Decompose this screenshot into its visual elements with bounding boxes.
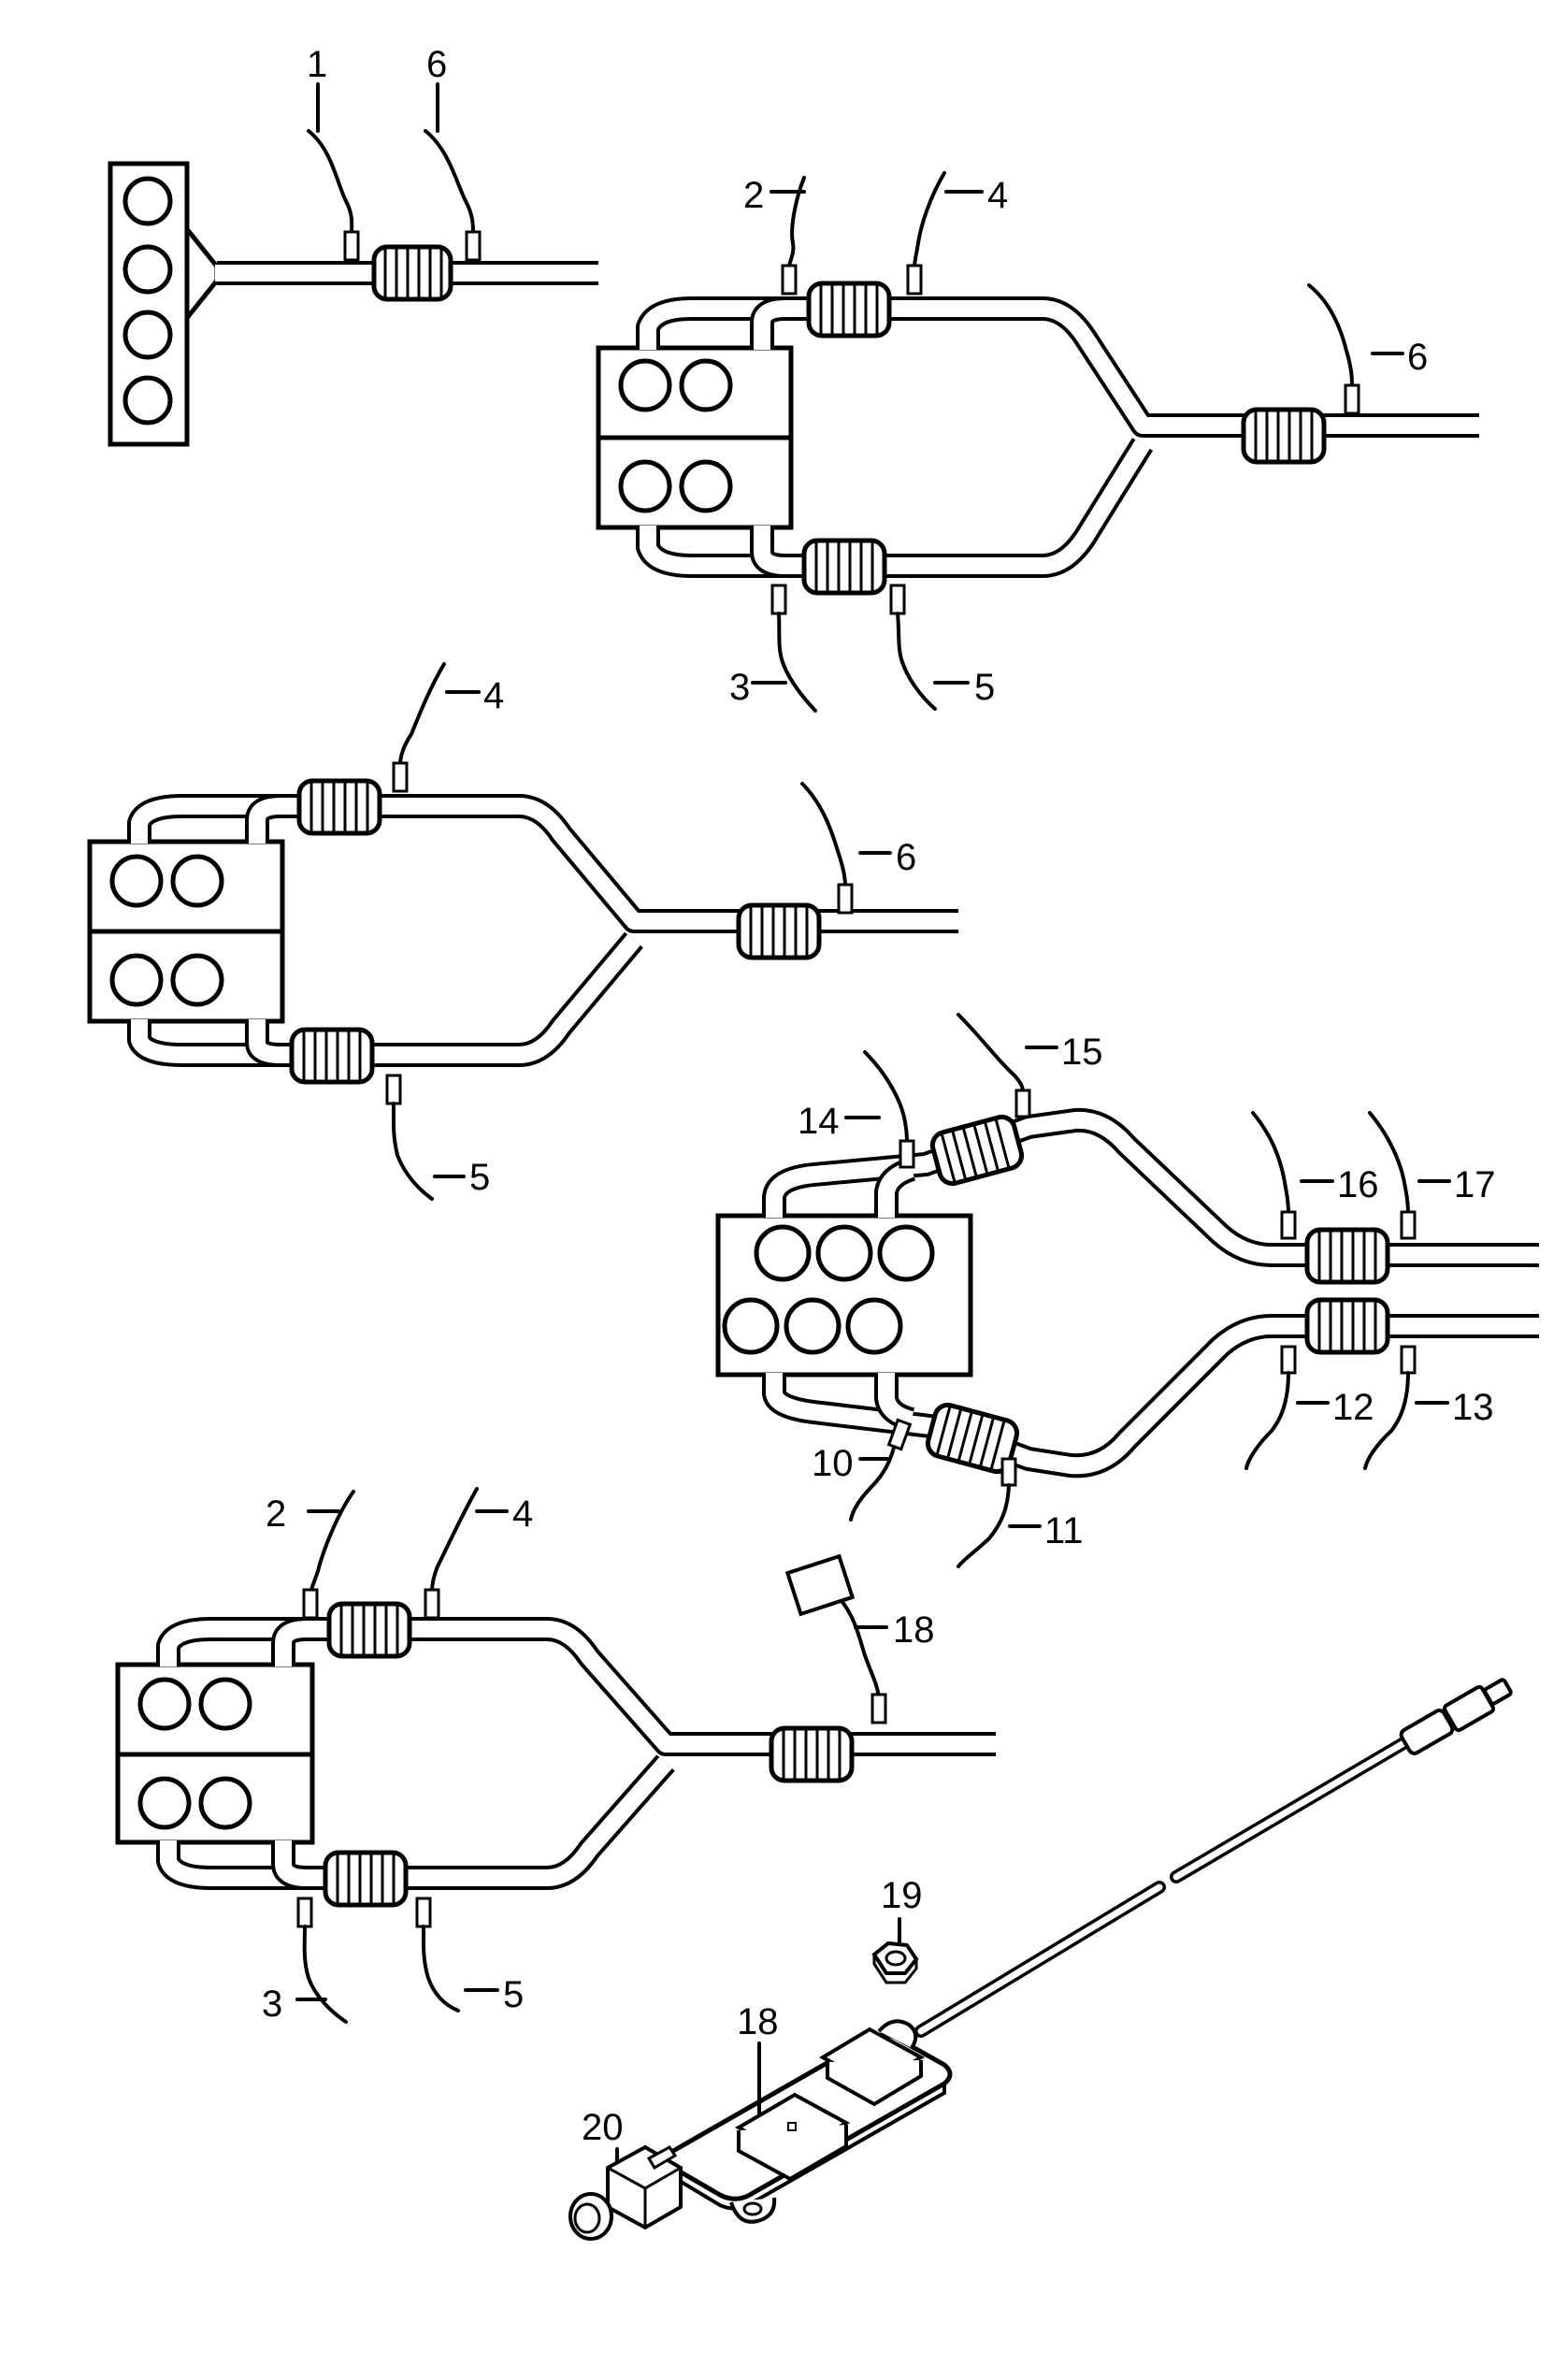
callout-label: 6 bbox=[426, 44, 447, 85]
oxygen-sensor bbox=[770, 584, 817, 713]
catalytic-converter bbox=[806, 281, 892, 339]
cylinder bbox=[722, 1297, 780, 1355]
hex-nut bbox=[871, 1940, 919, 1984]
catalytic-converter bbox=[296, 778, 382, 836]
catalytic-converter bbox=[929, 1114, 1025, 1187]
callout-label: 6 bbox=[896, 837, 916, 878]
oxygen-sensor bbox=[307, 129, 360, 262]
cylinder bbox=[679, 358, 733, 412]
oxygen-sensor bbox=[1363, 1345, 1417, 1470]
cylinder bbox=[122, 375, 173, 426]
nox-control-unit bbox=[665, 2019, 953, 2224]
oxygen-sensor bbox=[1307, 283, 1360, 415]
electrical-connector bbox=[568, 2144, 683, 2241]
cylinder bbox=[122, 176, 173, 226]
oxygen-sensor bbox=[1244, 1345, 1297, 1470]
oxygen-sensor bbox=[906, 171, 946, 296]
cylinder bbox=[618, 358, 672, 412]
callout-label: 16 bbox=[1337, 1164, 1379, 1205]
callout-label: 18 bbox=[737, 2001, 779, 2042]
cylinder bbox=[170, 953, 224, 1007]
callout-label: 15 bbox=[1061, 1032, 1103, 1073]
oxygen-sensor bbox=[392, 662, 446, 793]
catalytic-converter bbox=[925, 1402, 1020, 1475]
diagram-v-engine-b: 4 6 5 bbox=[87, 662, 960, 1201]
callout-label: 17 bbox=[1454, 1164, 1496, 1205]
callout-label: 2 bbox=[266, 1493, 286, 1535]
oxygen-sensor bbox=[296, 1897, 348, 2024]
sensor-probe bbox=[1399, 1678, 1513, 1755]
catalytic-converter bbox=[1241, 407, 1327, 465]
callout-label: 14 bbox=[798, 1101, 840, 1142]
diagram-inline-4cyl: 1 6 bbox=[108, 44, 600, 447]
catalytic-converter bbox=[1304, 1297, 1390, 1355]
catalytic-converter bbox=[323, 1850, 409, 1908]
catalytic-converter bbox=[769, 1725, 855, 1783]
callout-label: 11 bbox=[1044, 1510, 1084, 1551]
cylinder bbox=[109, 854, 164, 908]
oxygen-sensor bbox=[781, 176, 806, 296]
oxygen-sensor bbox=[415, 1897, 460, 2013]
callout-label: 5 bbox=[469, 1157, 490, 1198]
cylinder bbox=[170, 854, 224, 908]
callout-label: 4 bbox=[987, 175, 1008, 216]
callout-label: 4 bbox=[483, 675, 504, 716]
callout-label: 3 bbox=[729, 667, 750, 708]
callout-label: 20 bbox=[582, 2107, 624, 2148]
oxygen-sensor bbox=[863, 1050, 915, 1169]
cylinder bbox=[815, 1224, 873, 1282]
catalytic-converter bbox=[736, 902, 822, 960]
oxygen-sensor bbox=[424, 1487, 479, 1620]
callout-label: 3 bbox=[262, 1984, 282, 2025]
callout-label: 1 bbox=[307, 44, 327, 85]
catalytic-converter bbox=[289, 1027, 375, 1085]
callout-label: 4 bbox=[512, 1493, 533, 1535]
callout-label: 5 bbox=[974, 667, 995, 708]
callout-label: 2 bbox=[743, 175, 764, 216]
oxygen-sensor bbox=[849, 1418, 913, 1522]
callout-label: 13 bbox=[1452, 1387, 1494, 1428]
oxygen-sensor bbox=[385, 1074, 434, 1201]
cylinder bbox=[845, 1297, 903, 1355]
oxygen-sensor bbox=[957, 1013, 1031, 1118]
oxygen-sensor bbox=[1368, 1111, 1417, 1240]
oxygen-sensor bbox=[424, 129, 482, 262]
callout-label: 18 bbox=[893, 1609, 935, 1651]
cylinder bbox=[198, 1776, 252, 1830]
catalytic-converter bbox=[326, 1601, 412, 1659]
catalytic-converter bbox=[801, 538, 887, 596]
cylinder bbox=[109, 953, 164, 1007]
diagram-v-engine-a: 2 4 6 3 5 bbox=[596, 171, 1481, 713]
cylinder bbox=[877, 1224, 935, 1282]
oxygen-sensor bbox=[957, 1457, 1017, 1568]
exhaust-manifold bbox=[184, 226, 220, 321]
callout-label: 6 bbox=[1407, 337, 1428, 378]
cylinder bbox=[122, 310, 173, 360]
nox-sensor bbox=[784, 1553, 887, 1724]
callout-label: 10 bbox=[812, 1443, 854, 1484]
callout-label: 5 bbox=[503, 1974, 524, 2015]
cylinder bbox=[754, 1224, 812, 1282]
oxygen-sensor bbox=[302, 1490, 355, 1620]
cylinder bbox=[137, 1776, 192, 1830]
catalytic-converter bbox=[371, 244, 453, 302]
diagram-v-engine-nox: 2 4 18 3 5 bbox=[115, 1487, 998, 2025]
oxygen-sensor bbox=[800, 782, 854, 915]
oxygen-sensor bbox=[1251, 1111, 1297, 1240]
diagram-v6-engine: 15 14 16 17 12 13 10 11 bbox=[715, 1013, 1541, 1568]
callout-label: 19 bbox=[881, 1875, 923, 1916]
callout-label: 12 bbox=[1332, 1387, 1374, 1428]
catalytic-converter bbox=[1304, 1227, 1390, 1285]
cylinder bbox=[679, 459, 733, 513]
cylinder bbox=[784, 1297, 842, 1355]
diagram-nox-sensor-assembly: 19 18 20 bbox=[568, 1678, 1513, 2241]
cylinder bbox=[122, 244, 173, 295]
cylinder bbox=[137, 1677, 192, 1731]
cylinder bbox=[198, 1677, 252, 1731]
cylinder bbox=[618, 459, 672, 513]
oxygen-sensor bbox=[889, 584, 937, 711]
